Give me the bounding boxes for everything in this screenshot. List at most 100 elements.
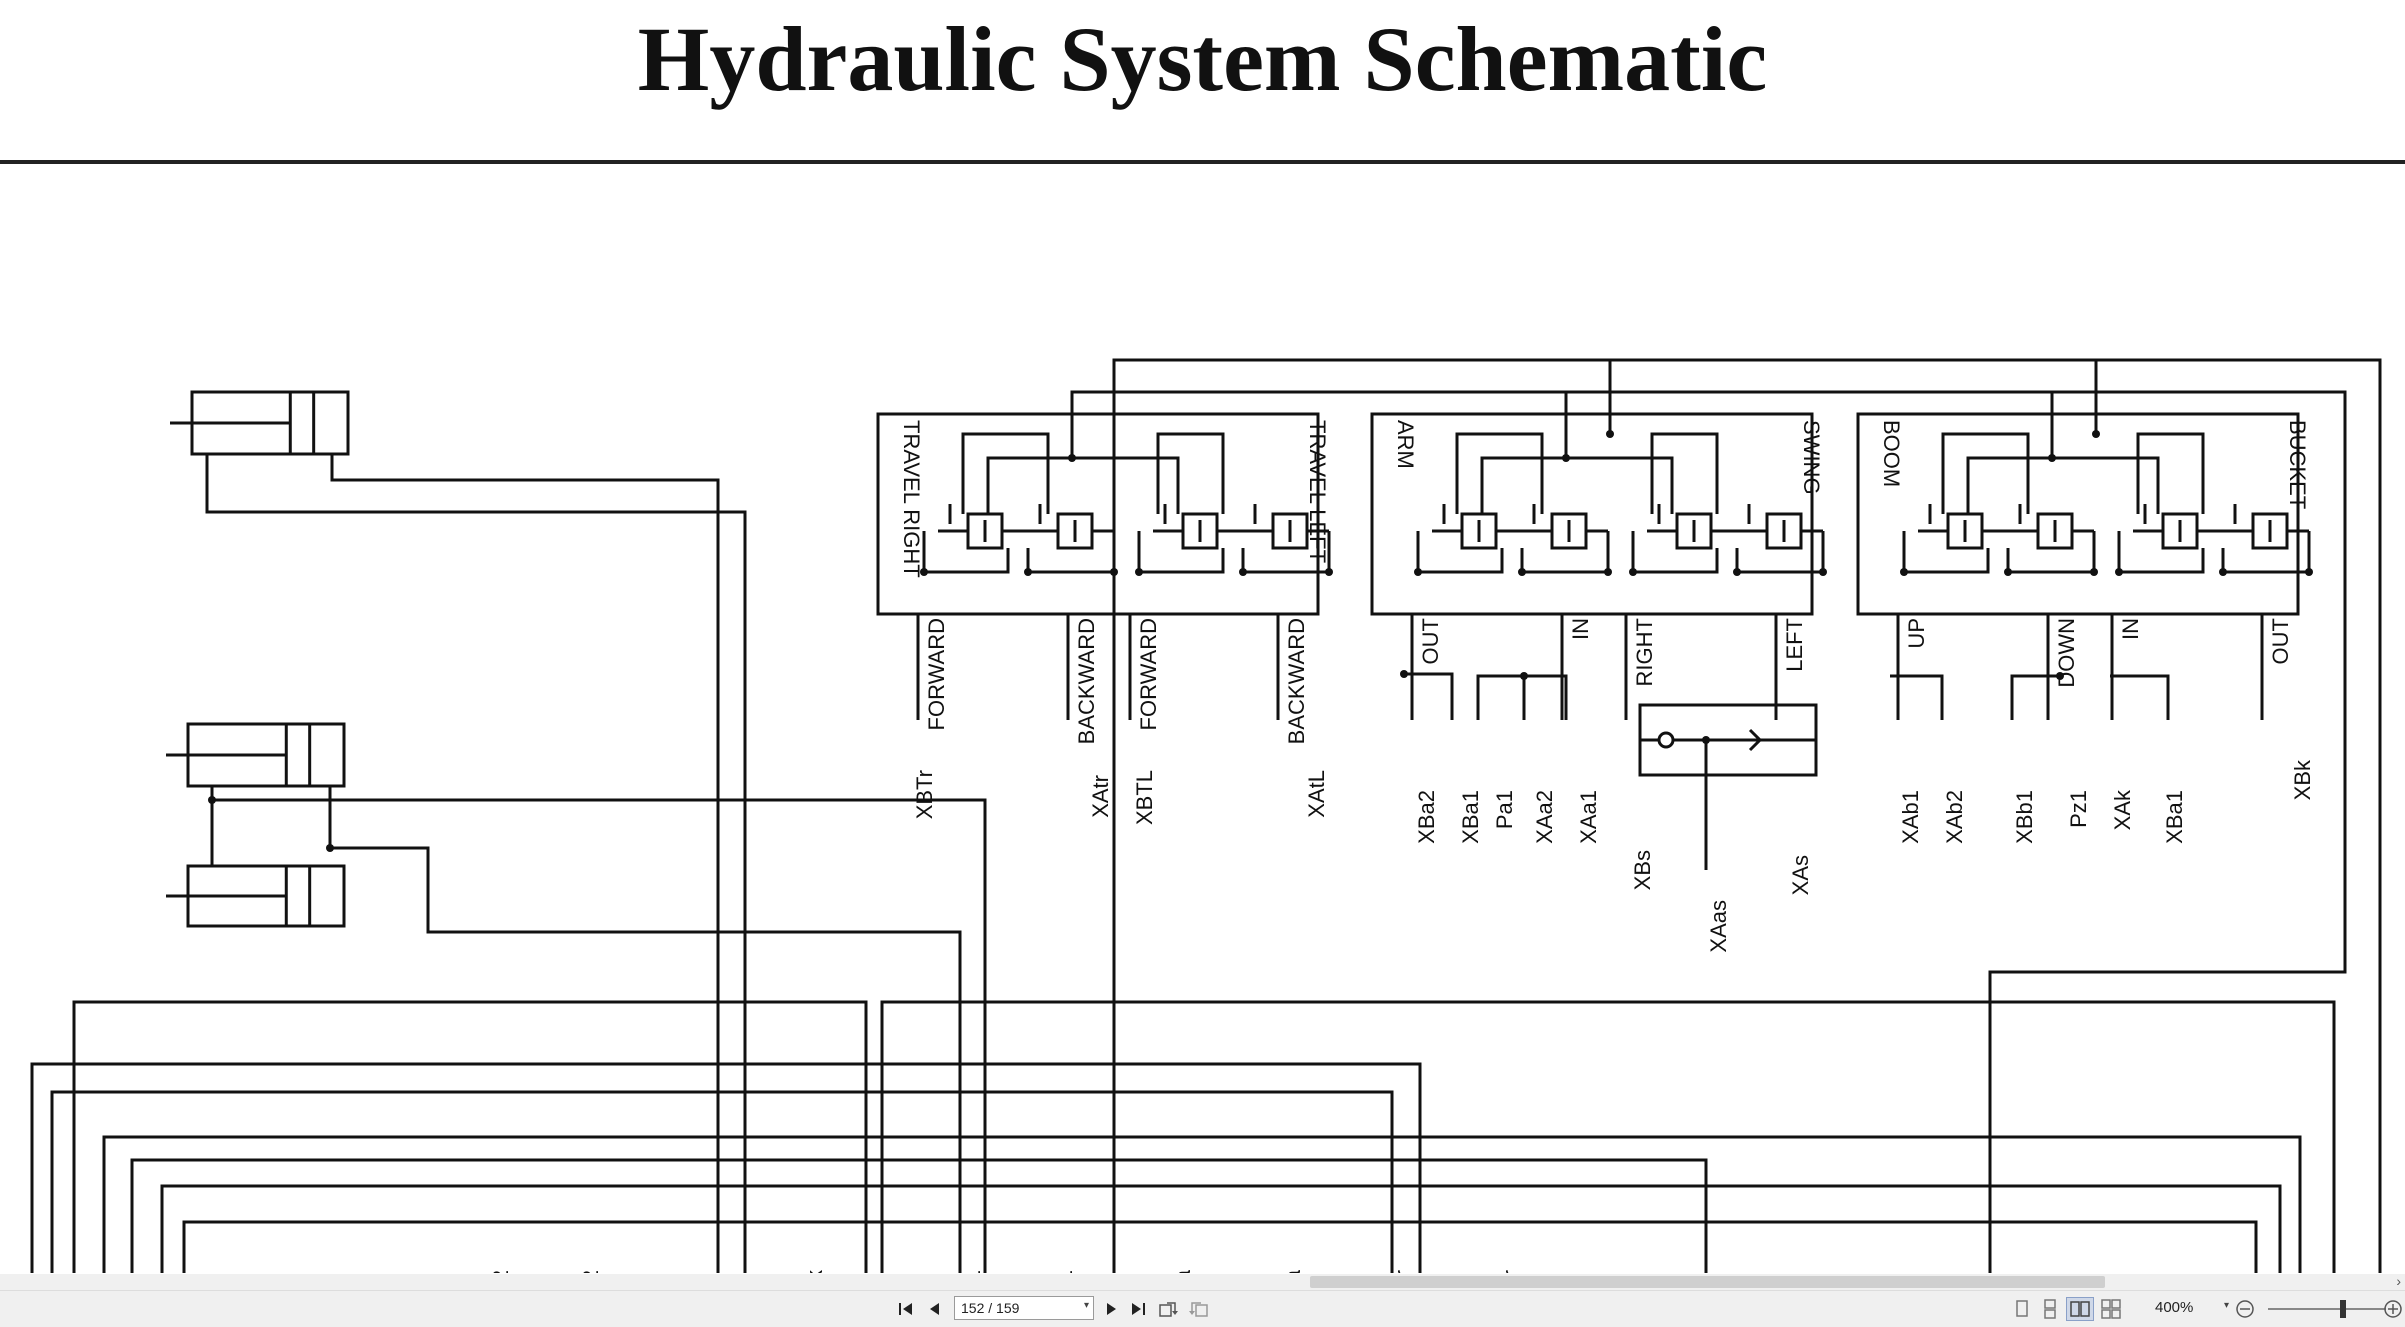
bottom-label: o2 — [488, 1270, 513, 1273]
port-label: IN — [1568, 618, 1593, 640]
junction-dot — [208, 796, 216, 804]
hydraulic-line — [1404, 672, 1454, 720]
two-page-icon[interactable] — [2066, 1297, 2094, 1321]
junction-dot — [1325, 568, 1333, 576]
hydraulic-line — [986, 456, 1180, 514]
page-number-field[interactable]: 152 / 159 ▾ — [954, 1296, 1094, 1320]
signal-label: XAs — [1788, 855, 1813, 895]
single-page-icon[interactable] — [2010, 1297, 2034, 1321]
check-valve-ball — [1657, 731, 1675, 749]
hydraulic-line — [1070, 390, 2347, 1273]
first-page-icon[interactable] — [896, 1297, 918, 1321]
junction-dot — [1733, 568, 1741, 576]
signal-label: Pz1 — [2066, 790, 2091, 828]
block-label: TRAVEL LEFT — [1305, 420, 1330, 563]
zoom-level[interactable]: 400% — [2155, 1299, 2194, 1316]
hydraulic-line — [1966, 456, 2160, 514]
junction-dot — [1562, 454, 1570, 462]
bottom-label: Btr — [1498, 1270, 1523, 1273]
hydraulic-line — [1241, 531, 1331, 574]
facing-continuous-icon[interactable] — [2098, 1297, 2124, 1321]
signal-label: XAb2 — [1942, 790, 1967, 844]
junction-dot — [2305, 568, 2313, 576]
horizontal-scrollbar-thumb[interactable] — [1310, 1276, 2105, 1288]
chevron-down-icon[interactable]: ▾ — [1083, 1300, 1089, 1311]
signal-label: XBs — [1630, 850, 1655, 890]
junction-dot — [1239, 568, 1247, 576]
hydraulic-line — [2117, 531, 2205, 574]
junction-dot — [1110, 568, 1118, 576]
bottom-label: a1 — [1052, 1270, 1077, 1273]
document-page: Hydraulic System Schematic TRAVEL RIGHT T… — [0, 8, 2405, 1273]
signal-label: XAtL — [1304, 770, 1329, 818]
block-label: TRAVEL RIGHT — [899, 420, 924, 578]
port-label: RIGHT — [1632, 618, 1657, 686]
signal-label: XBTL — [1132, 770, 1157, 825]
junction-dot — [2090, 568, 2098, 576]
zoom-slider-track[interactable] — [2268, 1308, 2386, 1310]
port-label: DOWN — [2054, 618, 2079, 688]
block-label: SWING — [1799, 420, 1824, 495]
block-label: BUCKET — [2285, 420, 2310, 509]
port-label: OUT — [2268, 618, 2293, 664]
return-line — [880, 1000, 2336, 1273]
hydraulic-line — [1890, 674, 1944, 720]
zoom-out-icon[interactable] — [2234, 1297, 2256, 1321]
junction-dot — [1414, 568, 1422, 576]
hydraulic-line — [922, 531, 1010, 574]
viewer-toolbar: 152 / 159 ▾ 400% ▾ — [0, 1290, 2405, 1327]
port-label: UP — [1904, 618, 1929, 649]
zoom-dropdown-icon[interactable]: ▾ — [2224, 1300, 2230, 1311]
hydraulic-line — [2010, 674, 2060, 720]
signal-label: XAa1 — [1576, 790, 1601, 844]
hydraulic-line — [205, 454, 747, 1273]
signal-label: XBk — [2290, 759, 2315, 800]
valve-block-arm-swing — [1370, 412, 1814, 616]
port-label: FORWARD — [1136, 618, 1161, 730]
hydraulic-line — [1455, 432, 1544, 514]
port-label: IN — [2118, 618, 2143, 640]
block-label: ARM — [1393, 420, 1418, 469]
prev-page-icon[interactable] — [924, 1297, 946, 1321]
page-number-value: 152 / 159 — [961, 1300, 1020, 1316]
zoom-in-icon[interactable] — [2382, 1297, 2404, 1321]
signal-label: XBb1 — [2012, 790, 2037, 844]
rotate-icon[interactable] — [1156, 1297, 1182, 1321]
port-label: BACKWARD — [1284, 618, 1309, 744]
junction-dot — [1819, 568, 1827, 576]
junction-dot — [1900, 568, 1908, 576]
hydraulic-line — [1520, 531, 1610, 574]
junction-dot — [1606, 430, 1614, 438]
hydraulic-line — [2136, 432, 2205, 514]
junction-dot — [2219, 568, 2227, 576]
return-line — [50, 1090, 1394, 1273]
hydraulic-line — [1137, 531, 1225, 574]
rotate-back-icon[interactable] — [1186, 1297, 1212, 1321]
return-line — [30, 1062, 1422, 1273]
bottom-label: a1 — [960, 1270, 985, 1273]
junction-dot — [2056, 672, 2064, 680]
junction-dot — [2004, 568, 2012, 576]
hydraulic-line — [961, 432, 1050, 514]
signal-label: XBTr — [912, 770, 937, 819]
last-page-icon[interactable] — [1126, 1297, 1150, 1321]
bottom-label: o2 — [578, 1270, 603, 1273]
signal-label: XAk — [2110, 789, 2135, 830]
hydraulic-line — [210, 786, 987, 1273]
hydraulic-line — [1480, 456, 1674, 514]
hydraulic-line — [1476, 674, 1568, 720]
hydraulic-line — [1748, 728, 1763, 752]
hydraulic-line — [1902, 531, 1990, 574]
return-line — [182, 1220, 2258, 1273]
port-label: LEFT — [1782, 618, 1807, 672]
document-title: Hydraulic System Schematic — [637, 8, 1768, 110]
hydraulic-line — [1416, 531, 1504, 574]
port-label: FORWARD — [924, 618, 949, 730]
next-page-icon[interactable] — [1100, 1297, 1122, 1321]
zoom-slider-thumb[interactable] — [2340, 1300, 2346, 1318]
continuous-icon[interactable] — [2038, 1297, 2062, 1321]
valve-block-travel — [876, 412, 1320, 616]
block-label: BOOM — [1879, 420, 1904, 487]
hydraulic-line — [330, 454, 720, 1273]
scroll-right-icon[interactable]: › — [2396, 1273, 2401, 1289]
